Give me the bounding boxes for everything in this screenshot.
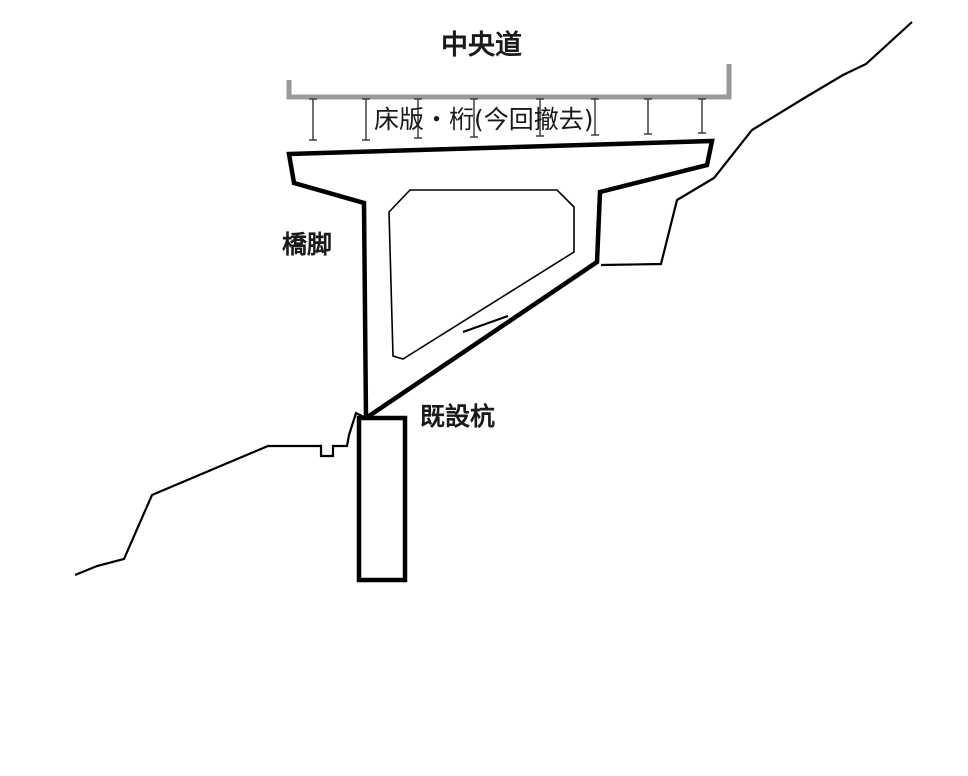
road-deck-line (286, 64, 732, 100)
pier-void (388, 189, 575, 360)
bearing-markers (309, 98, 706, 141)
existing-pile-label: 既設杭 (420, 402, 496, 431)
strut-detail-line (462, 315, 509, 333)
bearing-marker (470, 98, 478, 138)
pier-label: 橋脚 (282, 230, 333, 259)
existing-pile (356, 415, 408, 583)
bearing-marker (698, 98, 706, 134)
bearing-marker (591, 98, 599, 136)
bearing-marker (536, 98, 544, 137)
ground-line-right (600, 21, 913, 267)
bearing-marker (362, 98, 370, 141)
deck-girder-label: 床版・桁(今回撤去) (374, 105, 594, 134)
bearing-marker (309, 98, 317, 141)
bearing-marker (644, 98, 652, 135)
ground-line-left (74, 411, 367, 577)
road-label: 中央道 (441, 30, 522, 61)
bearing-marker (414, 98, 422, 139)
